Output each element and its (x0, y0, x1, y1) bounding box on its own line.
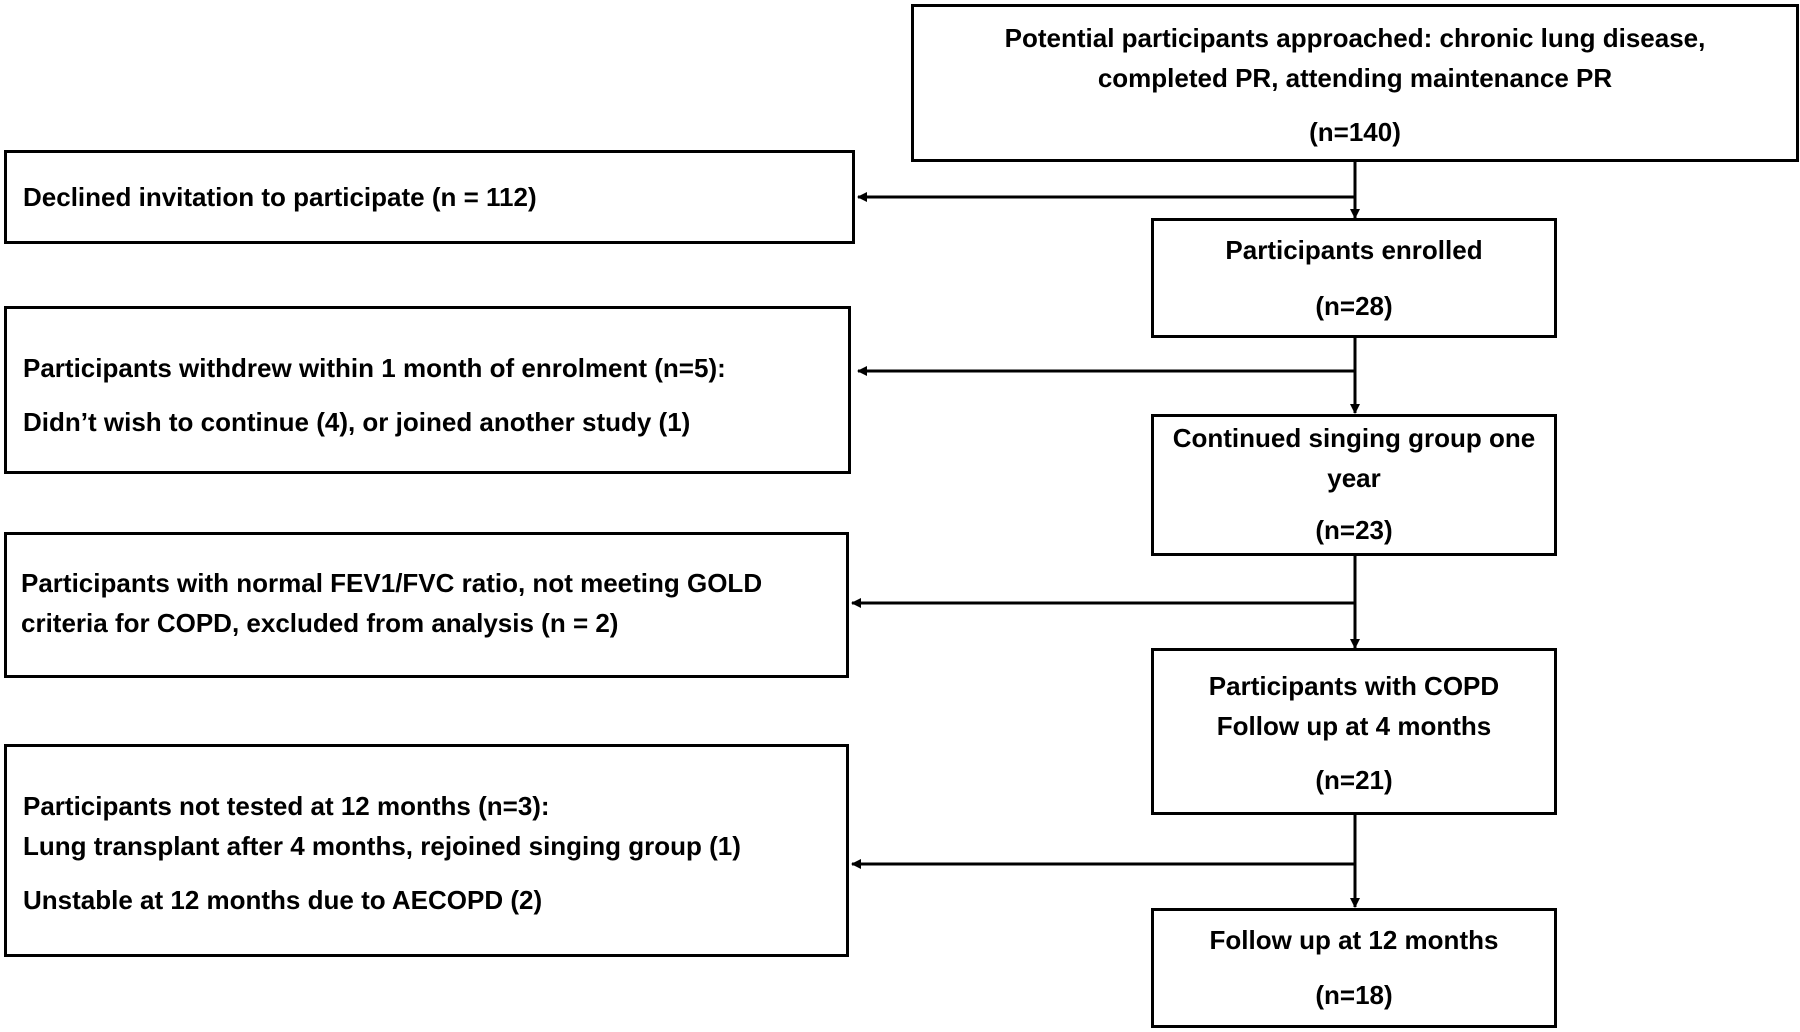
continued-line1: Continued singing group one (1172, 423, 1536, 453)
box-approached: Potential participants approached: chron… (911, 4, 1799, 162)
followup12-count: (n=18) (1315, 980, 1393, 1010)
not-tested-line3: Unstable at 12 months due to AECOPD (2) (23, 885, 543, 915)
box-withdrew: Participants withdrew within 1 month of … (4, 306, 851, 474)
withdrew-line1: Participants withdrew within 1 month of … (23, 353, 726, 383)
box-not-tested: Participants not tested at 12 months (n=… (4, 744, 849, 957)
copd-line2: Follow up at 4 months (1216, 711, 1492, 741)
followup12-line1: Follow up at 12 months (1209, 925, 1499, 955)
box-enrolled: Participants enrolled (n=28) (1151, 218, 1557, 338)
box-copd: Participants with COPD Follow up at 4 mo… (1151, 648, 1557, 815)
not-tested-line2: Lung transplant after 4 months, rejoined… (23, 831, 741, 861)
box-continued: Continued singing group one year (n=23) (1151, 414, 1557, 556)
copd-count: (n=21) (1315, 765, 1393, 795)
approached-line2: completed PR, attending maintenance PR (1097, 63, 1613, 93)
declined-line1: Declined invitation to participate (n = … (23, 182, 537, 212)
enrolled-line1: Participants enrolled (1225, 235, 1483, 265)
box-normal-ratio: Participants with normal FEV1/FVC ratio,… (4, 532, 849, 678)
copd-line1: Participants with COPD (1208, 671, 1500, 701)
continued-count: (n=23) (1315, 515, 1393, 545)
approached-line1: Potential participants approached: chron… (1004, 23, 1706, 53)
approached-count: (n=140) (1309, 117, 1401, 147)
box-followup12: Follow up at 12 months (n=18) (1151, 908, 1557, 1028)
normal-ratio-line1: Participants with normal FEV1/FVC ratio,… (21, 568, 763, 598)
withdrew-line2: Didn’t wish to continue (4), or joined a… (23, 407, 691, 437)
box-declined: Declined invitation to participate (n = … (4, 150, 855, 244)
not-tested-line1: Participants not tested at 12 months (n=… (23, 791, 550, 821)
enrolled-count: (n=28) (1315, 291, 1393, 321)
continued-line2: year (1327, 463, 1381, 493)
normal-ratio-line2: criteria for COPD, excluded from analysi… (21, 608, 619, 638)
